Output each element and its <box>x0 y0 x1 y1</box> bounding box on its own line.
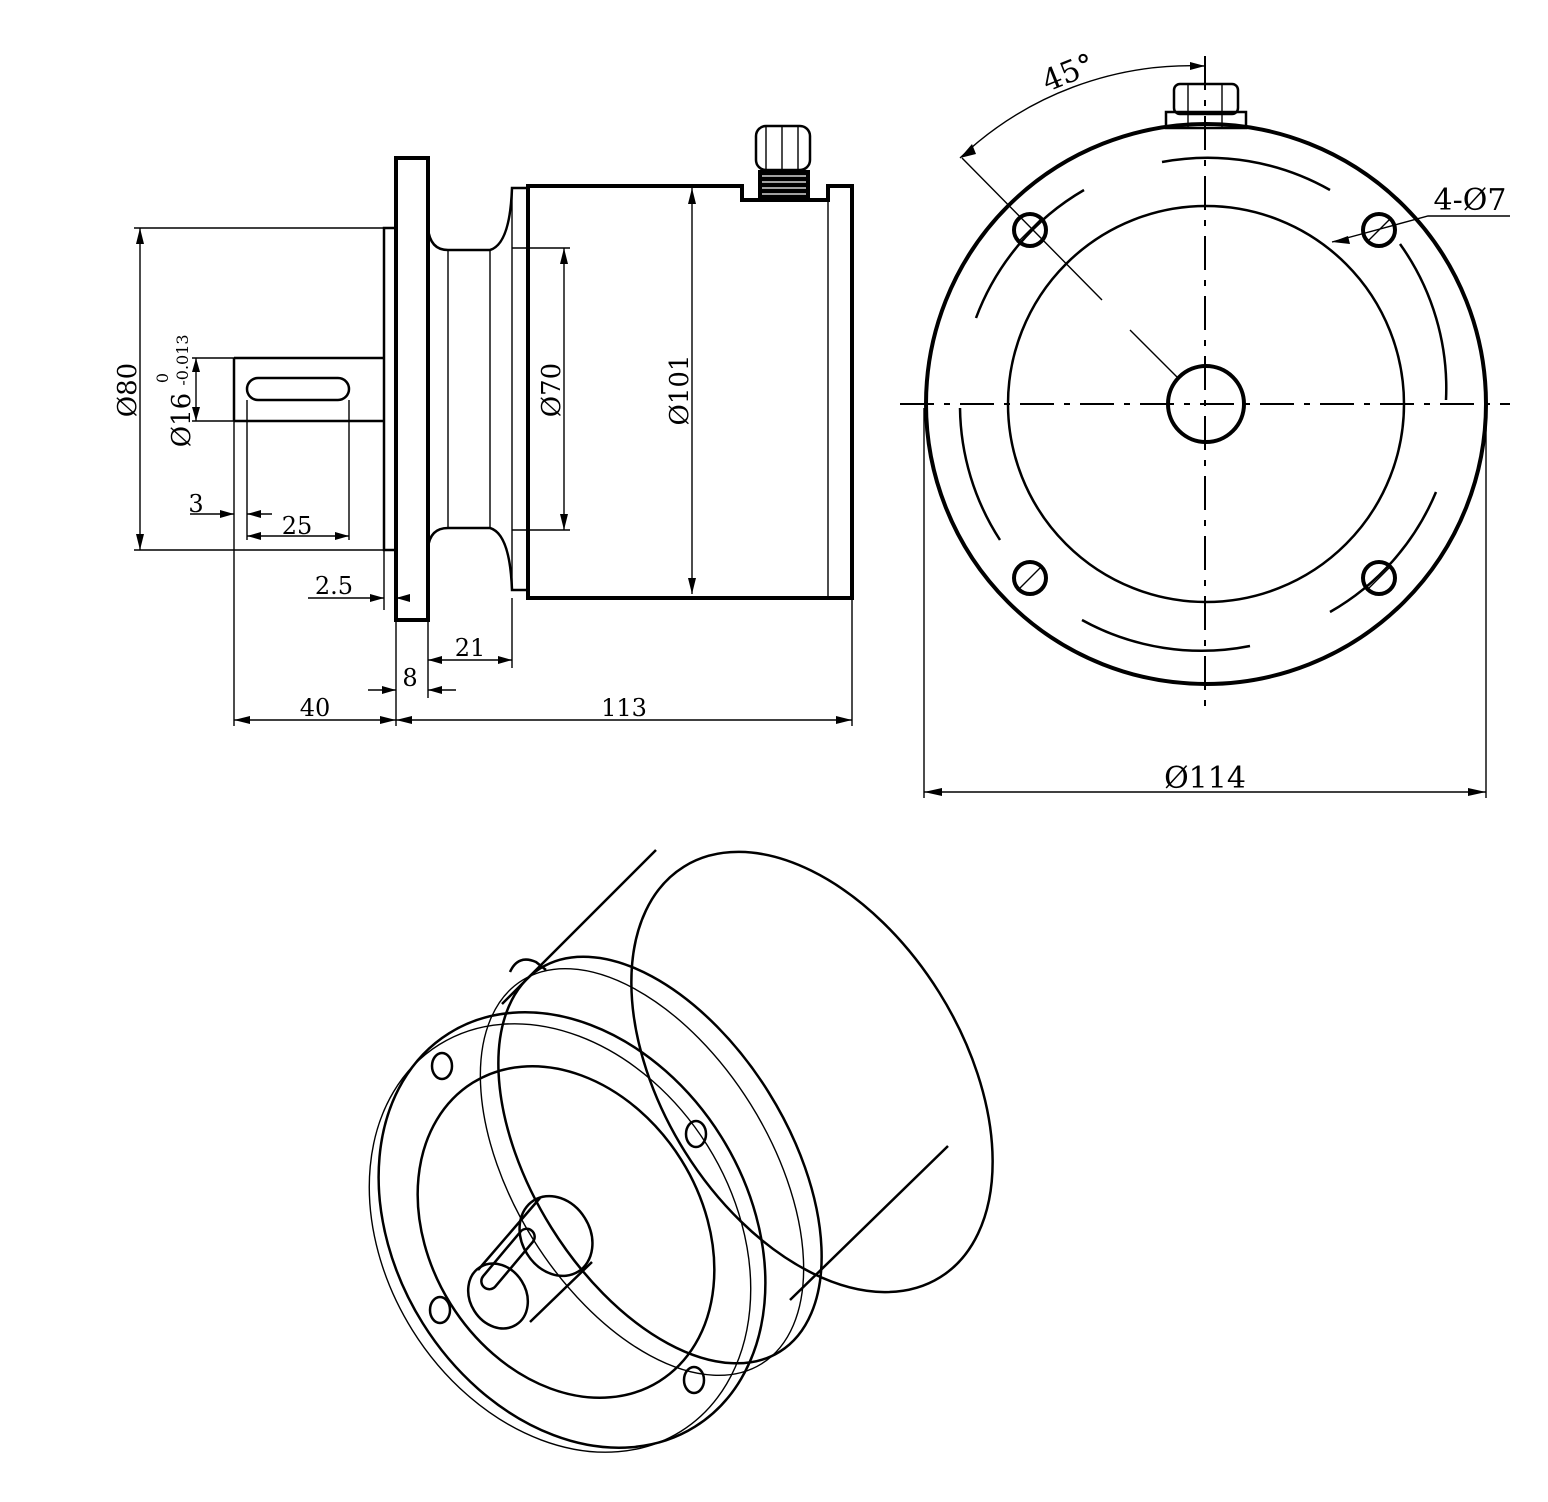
dim-d16-label: Ø16 <box>167 393 197 447</box>
neck-ring-2 <box>479 967 805 1377</box>
iso-holes <box>428 1051 708 1395</box>
outer-circle <box>924 122 1488 686</box>
dim-flange-thickness-label: 8 <box>402 664 417 692</box>
dim-d80: Ø80 <box>113 227 396 551</box>
shaft <box>232 356 384 423</box>
dim-d70-label: Ø70 <box>537 363 567 417</box>
isometric-view <box>368 849 994 1453</box>
dim-d101: Ø101 <box>665 188 696 594</box>
front-connector <box>1164 82 1248 130</box>
dim-d114: Ø114 <box>923 408 1487 798</box>
spigot-face <box>416 1065 716 1399</box>
arc-top <box>1161 156 1331 192</box>
arc-left <box>958 407 1002 541</box>
dim-neck-label: 21 <box>455 634 486 662</box>
arc-bottom <box>1081 618 1251 653</box>
dim-angle-label: 45° <box>1037 47 1099 99</box>
body-back-ellipse <box>630 850 994 1294</box>
dim-flange-gap: 2.5 <box>308 550 410 610</box>
dim-flange-gap-label: 2.5 <box>315 572 353 600</box>
neck-ring-1 <box>497 955 823 1365</box>
dim-key: 3 25 <box>188 400 350 540</box>
dim-d80-label: Ø80 <box>113 363 143 417</box>
arc-bottom-right <box>1329 491 1438 614</box>
dim-d16-tol-upper: 0 <box>153 373 172 383</box>
dim-d114-label: Ø114 <box>1164 761 1246 796</box>
flange-outer <box>377 1011 767 1449</box>
cable-gland <box>754 124 812 198</box>
flange-face <box>368 1023 752 1453</box>
dim-angle: 45° <box>959 47 1206 159</box>
iso-connector <box>508 958 547 973</box>
dim-flange-thickness: 8 <box>368 620 456 726</box>
arc-top-left <box>974 188 1085 319</box>
front-view: 45° 4-Ø7 Ø114 <box>900 47 1510 798</box>
arc-right <box>1398 243 1448 401</box>
flange-plate <box>394 156 430 622</box>
dim-shaft-length-label: 40 <box>300 694 331 722</box>
side-view: Ø80 Ø16 0 -0.013 Ø70 Ø101 <box>113 124 854 726</box>
spigot-circle <box>1006 204 1406 604</box>
diagonal-45-line <box>961 157 1179 379</box>
dim-d101-label: Ø101 <box>665 355 695 426</box>
neck-lines <box>447 188 513 590</box>
dim-key-length-label: 25 <box>282 512 313 540</box>
dim-d16: Ø16 0 -0.013 <box>153 334 234 447</box>
dim-d16-tol-lower: -0.013 <box>173 334 192 385</box>
shaft-circle <box>1166 364 1246 444</box>
dim-holes: 4-Ø7 <box>1331 183 1510 244</box>
dim-lengths: 40 113 <box>233 421 853 726</box>
dim-d70: Ø70 <box>512 247 570 531</box>
iso-shaft <box>466 1194 594 1330</box>
neck <box>426 186 528 592</box>
mounting-holes <box>1012 212 1397 596</box>
dim-neck: 21 <box>427 598 513 668</box>
dim-holes-label: 4-Ø7 <box>1434 183 1507 218</box>
dim-body-length-label: 113 <box>601 694 647 722</box>
body-tangents <box>501 849 949 1301</box>
key-slot <box>245 376 351 402</box>
dim-key-offset-label: 3 <box>188 490 203 518</box>
